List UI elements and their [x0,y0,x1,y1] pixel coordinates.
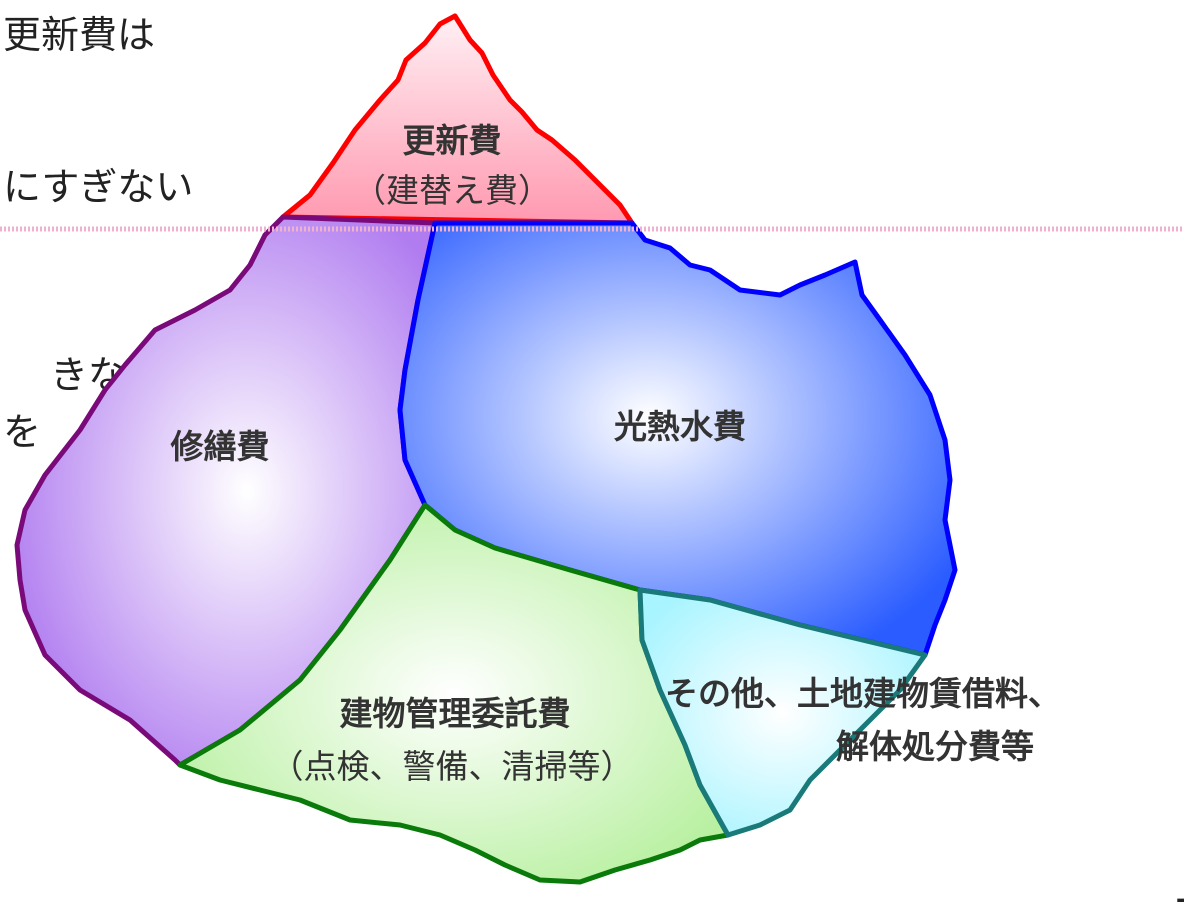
side-text-line-4: を [3,410,42,454]
side-text-line-1: 更新費は [3,13,156,57]
side-text-line-2: にすぎない [3,165,194,209]
sonota-label-line-1: その他、土地建物賃借料、 [665,674,1061,713]
koushin-region [280,13,635,226]
kanri-sublabel: （点検、警備、清掃等） [271,747,634,786]
kanri-label: 建物管理委託費 [340,694,571,733]
koushin-label: 更新費 [403,121,502,160]
koushin-sublabel: （建替え費） [353,171,551,210]
sonota-region [637,587,928,838]
kounetsu-label: 光熱水費 [614,407,746,446]
sonota-label-line-2: 解体処分費等 [836,727,1034,766]
shuuzen-label: 修繕費 [170,427,270,466]
page-number: 7 [1174,892,1184,909]
